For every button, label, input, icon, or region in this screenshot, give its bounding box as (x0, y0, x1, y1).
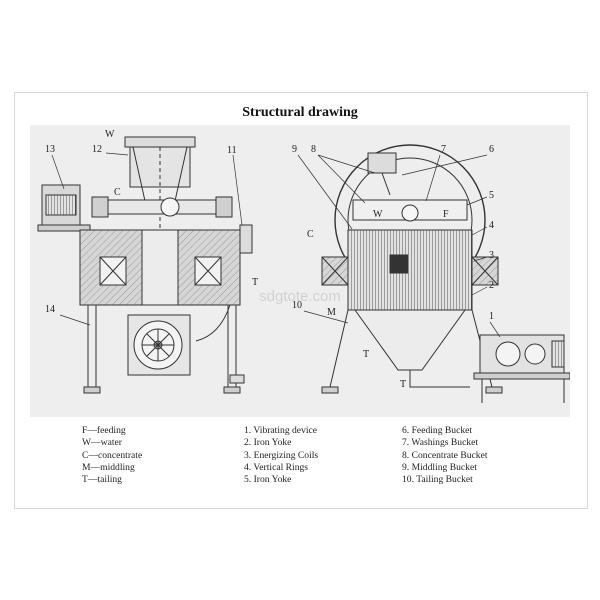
legend-item: 7. Washings Bucket (402, 437, 479, 449)
callout-F-right: F (443, 209, 449, 220)
legend-item: 2. Iron Yoke (244, 437, 292, 449)
callout-4: 4 (489, 220, 494, 231)
callout-9: 9 (292, 144, 297, 155)
callout-5: 5 (489, 190, 494, 201)
callout-3: 3 (489, 250, 494, 261)
callout-12: 12 (92, 144, 102, 155)
callout-W-left: W (105, 129, 115, 140)
legend-item: 9. Middling Bucket (402, 461, 477, 473)
legend-item: M—middling (82, 461, 135, 473)
callout-T-left: T (252, 277, 258, 288)
front-view (37, 136, 253, 394)
legend-item: C—concentrate (82, 449, 143, 461)
legend-item: 4. Vertical Rings (244, 461, 309, 473)
legend-item: 8. Concentrate Bucket (402, 449, 488, 461)
legend-item: 6. Feeding Bucket (402, 425, 473, 436)
callout-10: 10 (292, 300, 302, 311)
callout-M-right: M (327, 307, 336, 318)
legend-item: 5. Iron Yoke (244, 474, 292, 486)
callout-6: 6 (489, 144, 494, 155)
drawing-title: Structural drawing (242, 105, 358, 120)
callout-C-left: C (114, 187, 121, 198)
structural-drawing: 13 12 W 11 C T 14 (30, 125, 570, 417)
side-view-callouts: 9 8 7 6 5 4 3 2 1 C W (292, 144, 501, 390)
callout-8: 8 (311, 144, 316, 155)
legend-parts-2: 6. Feeding Bucket 7. Washings Bucket 8. … (402, 425, 488, 486)
callout-C-right: C (307, 229, 314, 240)
legend-item: 3. Energizing Coils (244, 449, 319, 461)
legend-item: 10. Tailing Bucket (402, 474, 473, 486)
callout-T-right-upper: T (363, 349, 369, 360)
watermark: sdgtote.com (259, 288, 341, 305)
front-view-callouts: 13 12 W 11 C T 14 (45, 129, 258, 326)
callout-1: 1 (489, 311, 494, 322)
callout-2: 2 (489, 280, 494, 291)
legend-item: W—water (82, 437, 122, 449)
drawing-panel: 13 12 W 11 C T 14 (30, 125, 570, 417)
callout-14: 14 (45, 304, 55, 315)
side-view (321, 144, 570, 403)
legend-item: F—feeding (82, 425, 126, 436)
legend-item: 1. Vibrating device (244, 425, 318, 436)
legend-abbreviations: F—feeding W—water C—concentrate M—middli… (82, 425, 142, 486)
callout-7: 7 (441, 144, 446, 155)
callout-13: 13 (45, 144, 55, 155)
legend-parts-1: 1. Vibrating device 2. Iron Yoke 3. Ener… (244, 425, 318, 486)
callout-T-right-lower: T (400, 379, 406, 390)
legend-item: T—tailing (82, 474, 122, 486)
callout-11: 11 (227, 145, 237, 156)
callout-W-right: W (373, 209, 383, 220)
